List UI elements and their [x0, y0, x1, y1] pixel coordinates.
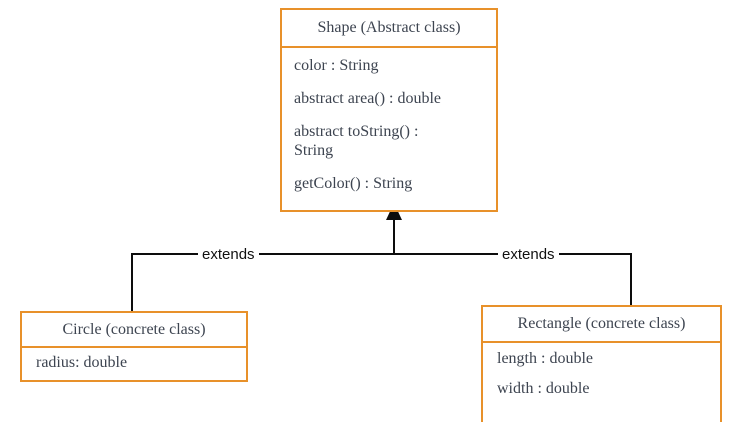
- class-member: abstract toString() : String: [294, 122, 419, 159]
- class-name-rectangle: Rectangle (concrete class): [483, 307, 720, 343]
- class-member: length : double: [497, 350, 593, 367]
- class-member: abstract area() : double: [294, 89, 442, 107]
- class-name-shape: Shape (Abstract class): [282, 10, 496, 48]
- edge-label-extends-circle: extends: [198, 245, 259, 264]
- class-box-rectangle[interactable]: Rectangle (concrete class) length : doub…: [481, 305, 722, 422]
- class-member: radius: double: [36, 354, 128, 371]
- class-box-circle[interactable]: Circle (concrete class) radius: double: [20, 311, 248, 382]
- inheritance-connector-rectangle: [630, 253, 632, 307]
- inheritance-connector-circle: [131, 253, 133, 313]
- inheritance-arrow-stem: [393, 218, 395, 255]
- edge-label-extends-rectangle: extends: [498, 245, 559, 264]
- class-box-shape[interactable]: Shape (Abstract class) color : String ab…: [280, 8, 498, 212]
- class-member: width : double: [497, 379, 590, 397]
- inheritance-horizontal-connector: [131, 253, 631, 255]
- class-members-circle: radius: double: [22, 348, 246, 379]
- class-member: color : String: [294, 57, 379, 74]
- class-name-circle: Circle (concrete class): [22, 313, 246, 348]
- class-members-shape: color : String abstract area() : double …: [282, 48, 496, 215]
- class-member: getColor() : String: [294, 174, 413, 192]
- class-members-rectangle: length : double width : double: [483, 343, 720, 417]
